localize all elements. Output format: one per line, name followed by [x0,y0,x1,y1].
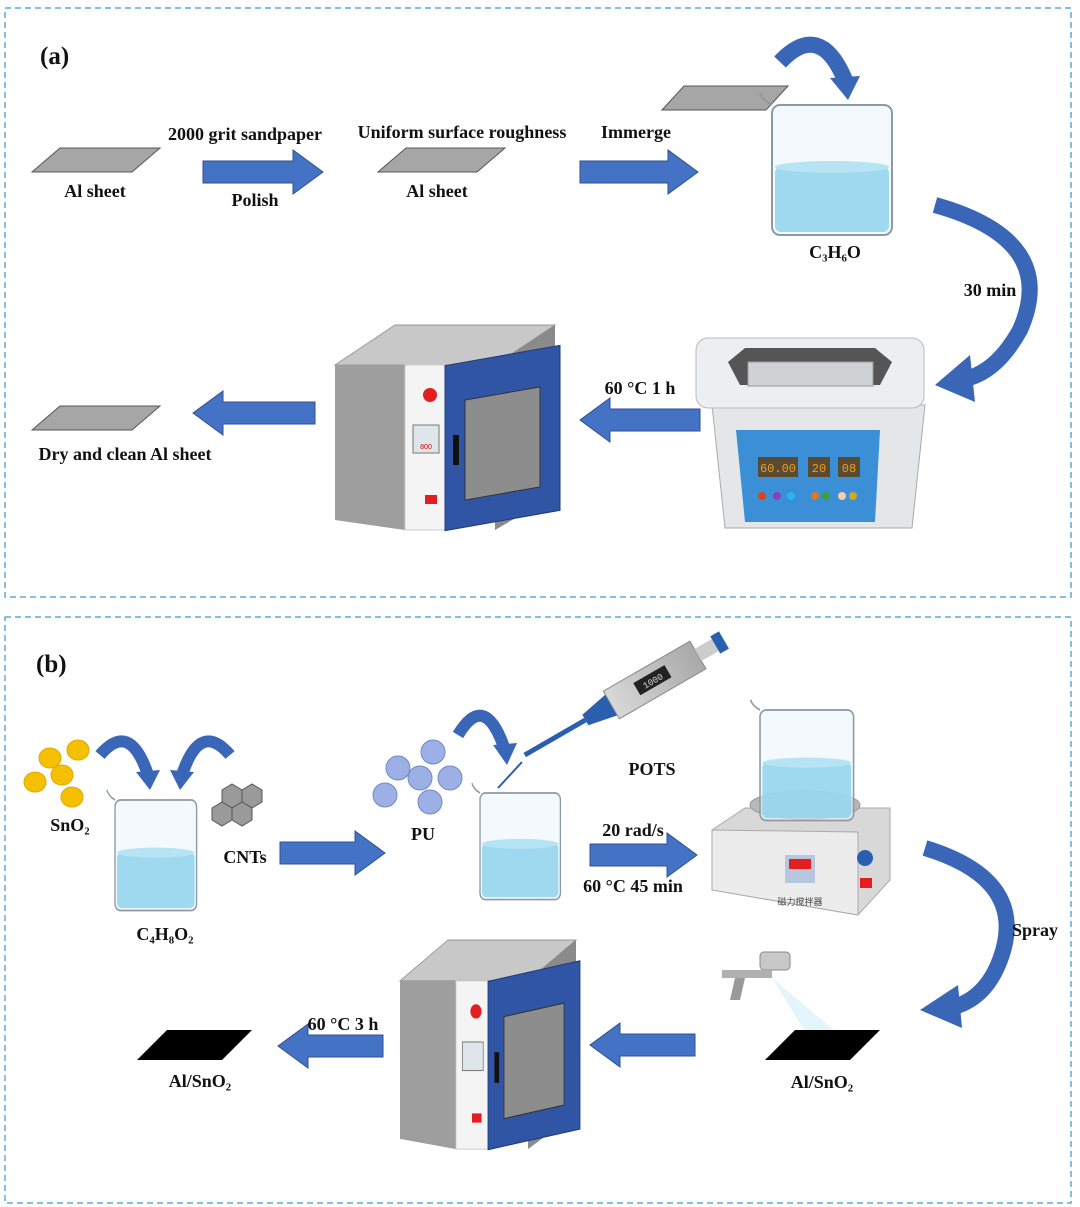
spray-gun [722,951,840,1040]
sno2-arrowhead [136,770,160,790]
sno2-particles [23,739,90,808]
final-sheet-label: Al/SnO₂ [169,1071,231,1091]
panel-b-tag: (b) [36,651,67,678]
output-arrow-b [277,1023,384,1069]
panel-a-frame [4,7,1072,598]
cure-arrow [589,1022,696,1068]
solvent-label: C₄H₈O₂ [136,924,193,944]
sprayed-sheet-label: Al/SnO₂ [791,1072,853,1092]
oven-display: 800 [420,444,432,451]
pipette-tip [497,761,523,789]
immerge-label: Immerge [601,122,671,142]
pipette: 1000 [523,631,729,758]
stirrer-beaker [749,698,855,822]
pots-label: POTS [628,759,675,779]
spray-label: Spray [1012,920,1058,940]
sandpaper-label: 2000 grit sandpaper [168,124,322,144]
solvent-beaker [105,788,198,912]
pu-arrowhead [493,743,517,765]
drying-oven [334,324,561,532]
bath-display-power: 08 [842,462,856,476]
spray-arrowhead [920,985,962,1028]
drop-in-arrowhead [830,76,860,100]
panel-a-tag: (a) [40,43,69,70]
polish-arrow [202,149,324,195]
pu-label: PU [411,824,435,844]
al-sheet-clean [30,405,162,431]
al-sheet-raw [30,147,162,173]
mix-arrow [279,830,386,876]
drop-in-curved-arrow [774,36,853,84]
stir-speed-label: 20 rad/s [602,820,664,840]
acetone-beaker [759,92,893,236]
sno2-label: SnO₂ [50,815,89,835]
ultrasonic-bath: 60.00 20 08 [695,337,926,529]
cnts-arrowhead [170,770,194,790]
acetone-label: C₃H₆O [809,242,861,262]
output-arrow-a [192,390,316,436]
mix-beaker [471,782,562,901]
bath-display-time: 20 [812,462,826,476]
cure-condition-label: 60 °C 3 h [308,1014,379,1034]
time-30-label: 30 min [964,280,1017,300]
stirrer-label: 磁力搅拌器 [777,896,822,908]
bath-display-temp: 60.00 [760,462,796,476]
al-sheet-label-1: Al sheet [64,181,126,201]
ultrasonic-arrowhead [935,355,975,402]
cnts-hexagons [211,783,263,827]
stir-condition-label: 60 °C 45 min [583,876,683,896]
sprayed-sheet [765,1030,880,1060]
pu-curved-arrow [452,709,511,752]
al-sheet-label-2: Al sheet [406,181,468,201]
dry-arrow [579,397,701,443]
al-sheet-immerging [660,85,790,111]
dry-condition-label: 60 °C 1 h [605,378,676,398]
polish-label: Polish [231,190,278,210]
panel-b-frame [4,616,1072,1204]
final-coated-sheet [137,1030,252,1060]
cnts-curved-arrow [176,735,235,777]
sno2-curved-arrow [95,735,154,777]
spray-curved-arrow [922,840,1015,1016]
final-a-label: Dry and clean Al sheet [39,444,212,464]
immerge-arrow [579,149,699,195]
al-sheet-polished [376,147,507,173]
curing-oven [399,939,581,1151]
stir-arrow [589,832,698,878]
roughness-label: Uniform surface roughness [358,122,567,142]
cnts-label: CNTs [223,847,266,867]
ultrasonic-curved-arrow [932,197,1038,388]
pu-particles [372,739,463,815]
